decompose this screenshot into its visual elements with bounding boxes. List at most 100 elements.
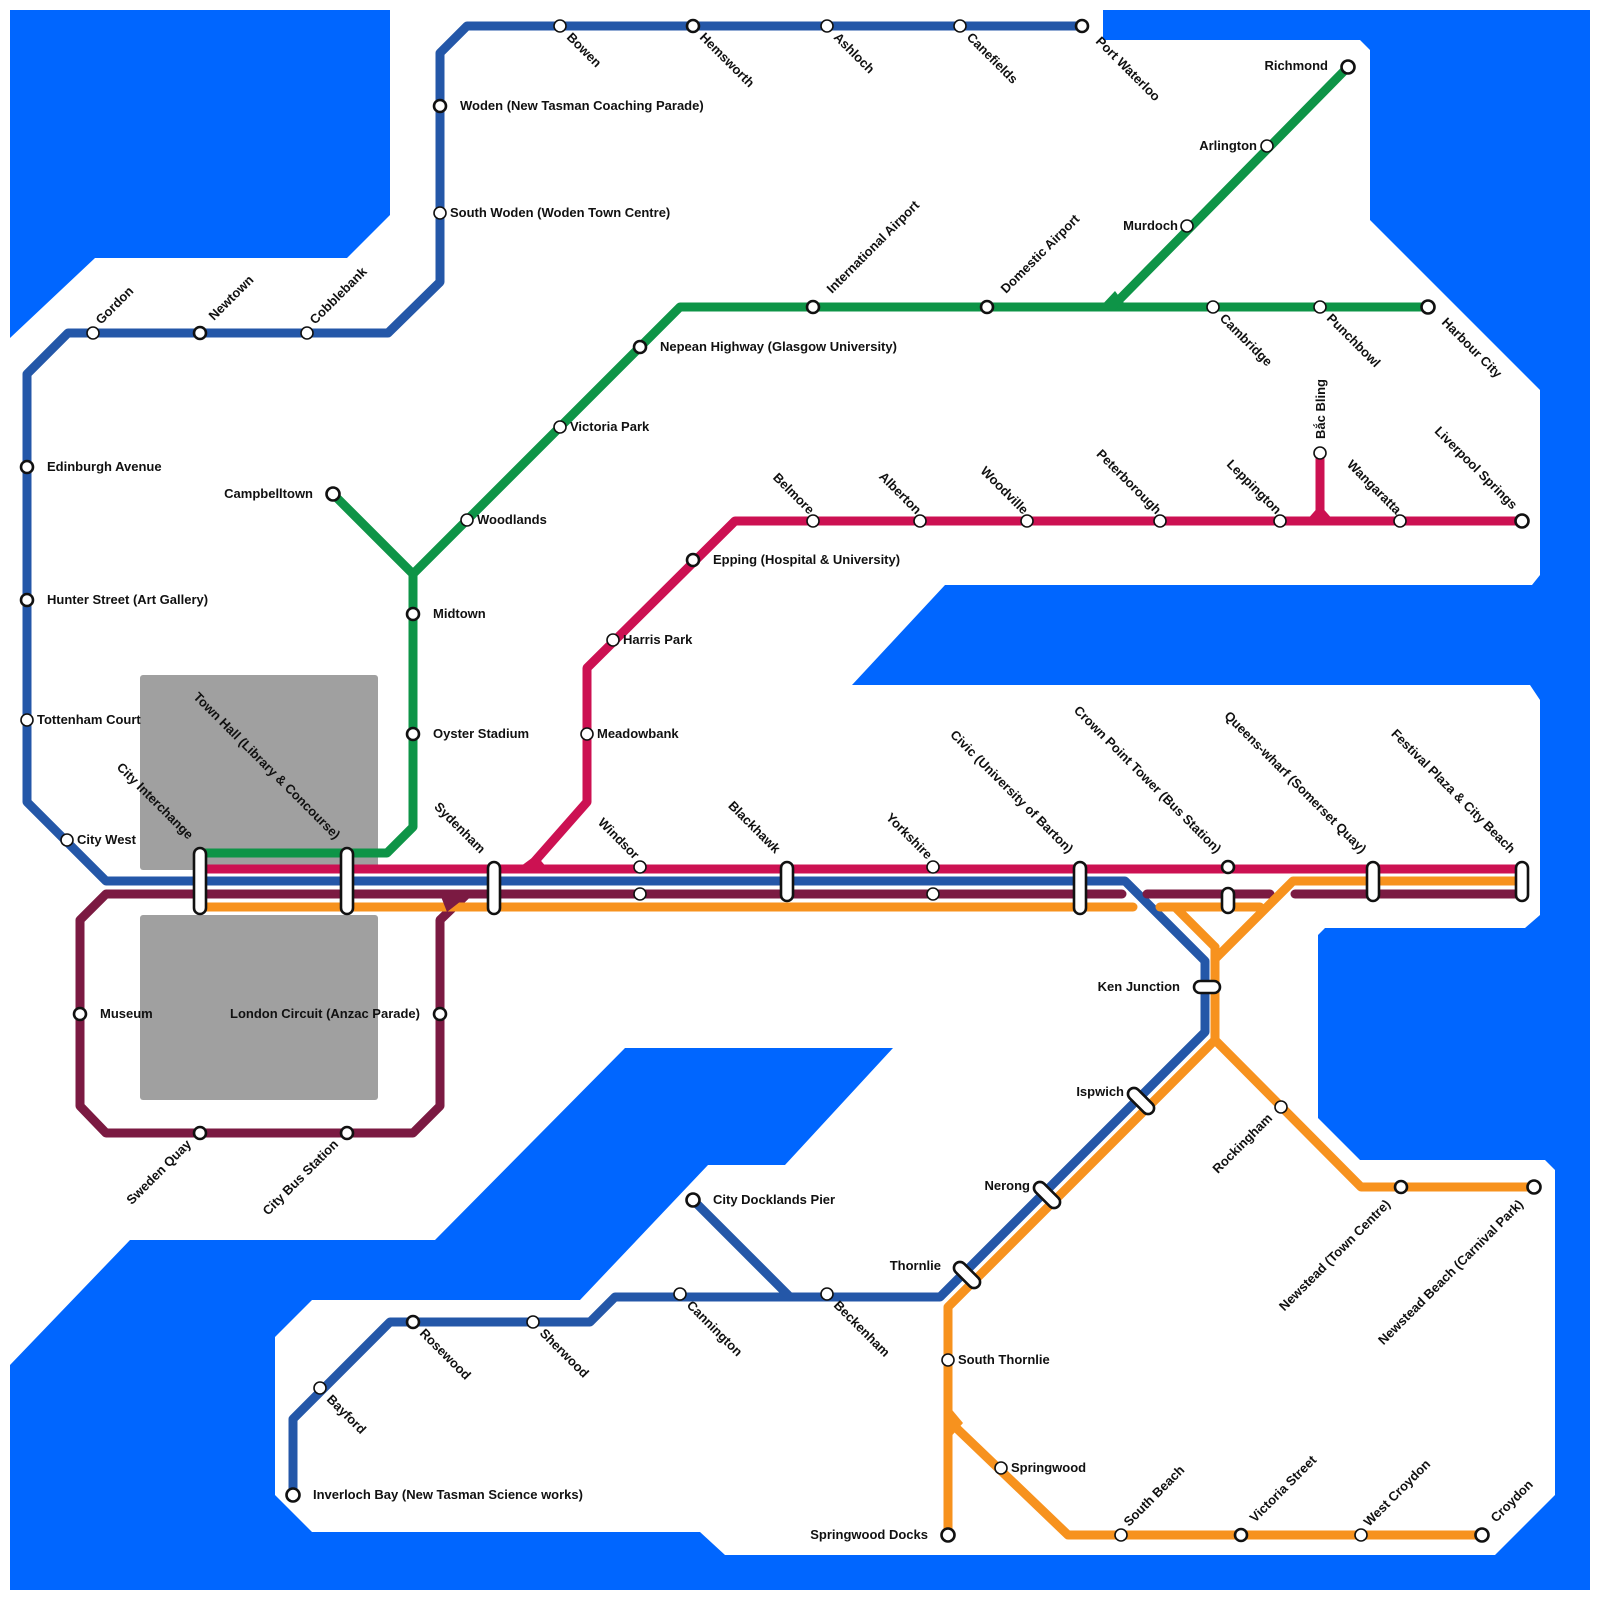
station-city-bus-station[interactable]: [339, 1125, 355, 1141]
station-sherwood[interactable]: [526, 1315, 540, 1329]
station-newstead-town-centre[interactable]: [1393, 1179, 1409, 1195]
water-east: [725, 10, 1590, 1590]
label-inverloch-bay: Inverloch Bay (New Tasman Science works): [313, 1487, 583, 1502]
label-victoria-park: Victoria Park: [570, 419, 650, 434]
interchange-city-interchange[interactable]: [192, 846, 208, 916]
green-line-main: [195, 302, 1433, 858]
station-epping[interactable]: [685, 552, 701, 568]
label-campbelltown: Campbelltown: [224, 486, 313, 501]
label-bac-bling: Bắc Bling: [1313, 379, 1328, 439]
label-city-west: City West: [77, 832, 137, 847]
station-sweden-quay[interactable]: [192, 1125, 208, 1141]
station-windsor-maroon[interactable]: [633, 887, 647, 901]
station-tottenham-court[interactable]: [20, 713, 34, 727]
station-hunter-street[interactable]: [19, 592, 35, 608]
station-bayford[interactable]: [313, 1381, 327, 1395]
station-inverloch-bay[interactable]: [285, 1487, 301, 1503]
station-bowen[interactable]: [553, 19, 567, 33]
interchange-nerong[interactable]: [1031, 1179, 1062, 1210]
station-woodlands[interactable]: [460, 513, 474, 527]
stations: [19, 18, 1542, 1543]
interchanges: [192, 846, 1530, 1290]
station-gordon[interactable]: [86, 326, 100, 340]
station-rockingham[interactable]: [1274, 1100, 1288, 1114]
station-peterborough[interactable]: [1153, 514, 1167, 528]
station-port-waterloo[interactable]: [1074, 18, 1090, 34]
station-beckenham[interactable]: [820, 1287, 834, 1301]
station-woodville[interactable]: [1020, 514, 1034, 528]
maroon-junction-fill: [440, 894, 470, 912]
station-wangaratta[interactable]: [1393, 514, 1407, 528]
orange-line-newstead-branch: [1210, 1035, 1539, 1192]
interchange-civic[interactable]: [1072, 860, 1088, 916]
station-liverpool-springs[interactable]: [1514, 513, 1530, 529]
station-edinburgh-avenue[interactable]: [19, 459, 35, 475]
water-northwest: [10, 10, 390, 338]
station-ashloch[interactable]: [820, 19, 834, 33]
station-harris-park[interactable]: [606, 633, 620, 647]
station-cannington[interactable]: [673, 1287, 687, 1301]
station-city-west[interactable]: [60, 833, 74, 847]
station-victoria-park[interactable]: [553, 420, 567, 434]
station-west-croydon[interactable]: [1354, 1528, 1368, 1542]
label-south-thornlie: South Thornlie: [958, 1352, 1050, 1367]
station-arlington[interactable]: [1260, 139, 1274, 153]
interchange-town-hall[interactable]: [339, 846, 355, 916]
interchange-queens-wharf[interactable]: [1365, 860, 1381, 903]
station-canefields[interactable]: [953, 19, 967, 33]
crimson-line-epping-branch: [523, 516, 1527, 874]
station-nepean-highway[interactable]: [632, 339, 648, 355]
interchange-festival-plaza[interactable]: [1514, 860, 1530, 903]
station-springwood-docks[interactable]: [940, 1527, 956, 1543]
station-harbour-city[interactable]: [1420, 299, 1436, 315]
station-domestic-airport[interactable]: [979, 299, 995, 315]
station-cambridge[interactable]: [1206, 300, 1220, 314]
station-bac-bling[interactable]: [1313, 446, 1327, 460]
station-yorkshire-crimson[interactable]: [926, 860, 940, 874]
station-newstead-beach[interactable]: [1526, 1179, 1542, 1195]
label-woden: Woden (New Tasman Coaching Parade): [460, 98, 704, 113]
label-nepean-highway: Nepean Highway (Glasgow University): [660, 339, 897, 354]
station-south-thornlie[interactable]: [941, 1353, 955, 1367]
station-murdoch[interactable]: [1180, 219, 1194, 233]
station-richmond[interactable]: [1340, 59, 1356, 75]
station-oyster-stadium[interactable]: [405, 726, 421, 742]
station-rosewood[interactable]: [405, 1314, 421, 1330]
station-croydon[interactable]: [1474, 1527, 1490, 1543]
station-museum[interactable]: [72, 1006, 88, 1022]
station-meadowbank[interactable]: [580, 727, 594, 741]
station-woden[interactable]: [432, 98, 448, 114]
interchange-thornlie[interactable]: [951, 1259, 982, 1290]
label-city-docklands-pier: City Docklands Pier: [713, 1192, 835, 1207]
station-south-beach[interactable]: [1114, 1528, 1128, 1542]
station-springwood[interactable]: [994, 1461, 1008, 1475]
interchange-crown-point[interactable]: [1220, 886, 1236, 915]
station-yorkshire-maroon[interactable]: [926, 887, 940, 901]
station-cobblebank[interactable]: [300, 326, 314, 340]
station-belmore[interactable]: [806, 514, 820, 528]
station-alberton[interactable]: [913, 514, 927, 528]
station-international-airport[interactable]: [805, 299, 821, 315]
junctions: [440, 291, 1334, 1440]
station-punchbowl[interactable]: [1313, 300, 1327, 314]
station-midtown[interactable]: [405, 606, 421, 622]
label-nerong: Nerong: [985, 1178, 1031, 1193]
water-southwest: [10, 1048, 893, 1590]
interchange-ispwich[interactable]: [1125, 1085, 1156, 1116]
interchange-blackhawk[interactable]: [779, 860, 795, 903]
station-south-woden[interactable]: [433, 206, 447, 220]
crimson-junction-fill: [1306, 505, 1334, 521]
station-victoria-street[interactable]: [1233, 1527, 1249, 1543]
station-crown-point-crimson[interactable]: [1220, 859, 1236, 875]
station-newtown[interactable]: [192, 325, 208, 341]
station-hemsworth[interactable]: [685, 18, 701, 34]
station-city-docklands-pier[interactable]: [685, 1192, 701, 1208]
interchange-sydenham[interactable]: [486, 860, 502, 916]
interchange-ken-junction[interactable]: [1192, 979, 1222, 995]
station-leppington[interactable]: [1273, 514, 1287, 528]
station-london-circuit[interactable]: [432, 1006, 448, 1022]
station-windsor-crimson[interactable]: [633, 860, 647, 874]
station-campbelltown[interactable]: [325, 486, 341, 502]
